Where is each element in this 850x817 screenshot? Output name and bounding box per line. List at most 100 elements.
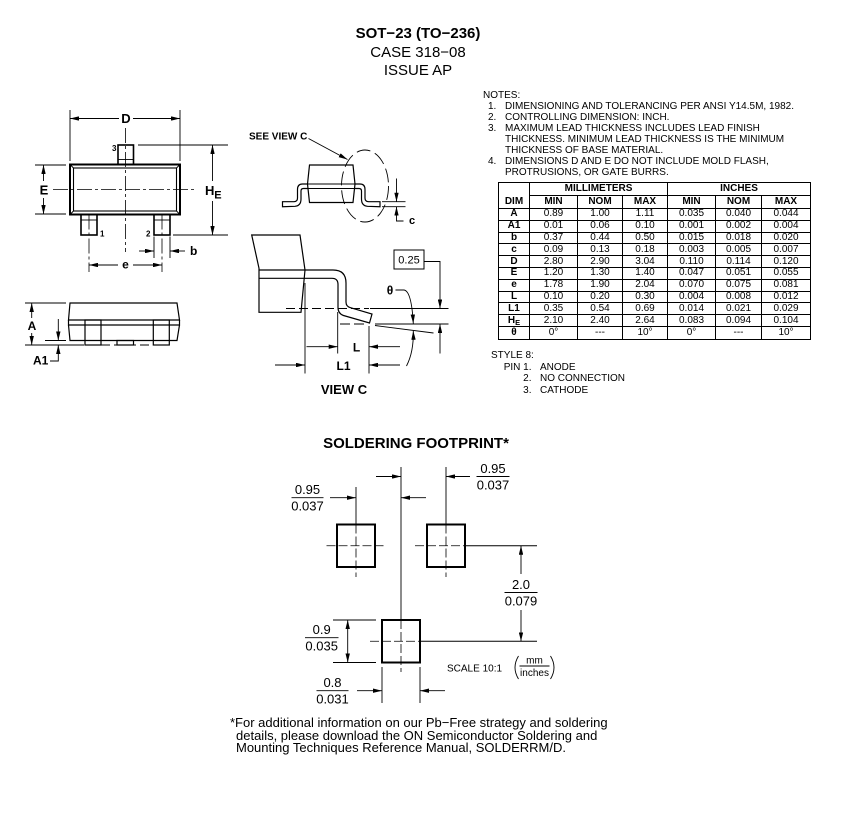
gull-wing-lead-right (354, 183, 381, 208)
mm-nom-header: NOM (578, 196, 623, 209)
mm-min-cell: 0.89 (530, 209, 578, 221)
mm-max-cell: 0.50 (623, 233, 668, 245)
mm-max-cell: 0.18 (623, 244, 668, 257)
dimension-label-a: A (28, 319, 37, 333)
dim-cell: A (499, 209, 530, 221)
in-max-cell: 0.055 (762, 268, 810, 280)
bottom-pad (381, 619, 421, 664)
in-nom-cell: 0.005 (716, 244, 762, 257)
soldering-footnote: *For additional information on our Pb−Fr… (230, 714, 608, 756)
end-view (281, 138, 406, 223)
pad-height-inches: 0.035 (305, 639, 338, 654)
dimension-a (25, 302, 153, 346)
right-pad (426, 523, 466, 568)
dimension-label-b: b (190, 244, 197, 258)
footnote-line: *For additional information on our Pb−Fr… (230, 714, 608, 730)
in-min-cell: 0.003 (668, 244, 716, 257)
in-max-cell: 0.004 (762, 221, 810, 233)
mm-max-cell: 10° (623, 326, 668, 339)
mm-min-cell: 0.35 (530, 303, 578, 316)
dim-cell: c (499, 244, 530, 257)
footprint-title: SOLDERING FOOTPRINT* (323, 435, 509, 452)
in-min-header: MIN (668, 196, 716, 209)
dimension-pad-width (316, 667, 445, 703)
soldering-footprint (291, 467, 555, 703)
centerlines (53, 128, 197, 272)
lead-3-foot-side (116, 339, 135, 346)
in-max-cell: 0.012 (762, 292, 810, 304)
in-nom-cell: 0.094 (716, 315, 762, 327)
in-min-cell: 0.014 (668, 303, 716, 316)
in-max-cell: 0.044 (762, 209, 810, 221)
mm-max-cell: 3.04 (623, 256, 668, 268)
mm-min-cell: 0.01 (530, 221, 578, 233)
mm-max-cell: 1.40 (623, 268, 668, 280)
issue-label: ISSUE AP (383, 61, 453, 79)
left-pad (336, 523, 376, 568)
in-min-cell: 0.035 (668, 209, 716, 221)
mm-max-cell: 1.11 (623, 209, 668, 221)
in-max-cell: 10° (778, 326, 794, 338)
in-max-cell: 0.029 (762, 303, 810, 316)
pin-number-3: 3 (112, 144, 117, 153)
notes-block: NOTES: 1. DIMENSIONING AND TOLERANCING P… (483, 90, 794, 179)
view-c-reference-lines (286, 283, 449, 374)
dimension-label-theta: θ (387, 284, 394, 298)
left-parenthesis (514, 655, 519, 680)
dimension-leader-arrow (50, 345, 61, 362)
case-number: CASE 318−08 (370, 43, 466, 61)
units-legend-mm: mm (526, 656, 543, 667)
dim-cell: L (499, 292, 530, 304)
in-min-cell: 0.001 (668, 221, 716, 233)
dimension-leader-arrow (394, 206, 404, 222)
gauge-plane-box (393, 249, 425, 270)
row-spacing-mm: 2.0 (512, 577, 530, 592)
mm-nom-cell: 1.30 (578, 268, 623, 280)
dimension-row-spacing (504, 545, 538, 642)
dimension-label-he-subscript: E (214, 190, 221, 202)
side-view-labels: A A1 (28, 319, 49, 368)
footnote-line: details, please download the ON Semicond… (236, 727, 598, 743)
pad-width-mm: 0.8 (323, 675, 341, 690)
see-view-c-callout: SEE VIEW C (249, 132, 307, 143)
dim-cell: HE (499, 315, 530, 327)
dim-cell-text: HE (507, 314, 520, 326)
in-max-header: MAX (762, 196, 810, 209)
note-item: 4. DIMENSIONS D AND E DO NOT INCLUDE MOL… (483, 156, 794, 178)
dimension-d (69, 110, 181, 161)
mm-nom-cell: 2.40 (578, 315, 623, 327)
in-max-cell: 0.007 (762, 244, 810, 257)
dimension-label-c: c (409, 215, 415, 227)
pitch-left-inches: 0.037 (291, 499, 324, 514)
dim-cell: A1 (499, 221, 530, 233)
top-view (35, 110, 228, 272)
in-max-cell: 0.104 (762, 315, 810, 327)
notes-heading: NOTES: (483, 89, 521, 101)
pin-assignment: 2. NO CONNECTION (491, 373, 625, 385)
mm-nom-cell: 0.06 (578, 221, 623, 233)
note-number: 3. (488, 122, 497, 134)
mm-min-cell: 2.80 (530, 256, 578, 268)
dim-cell: e (499, 280, 530, 292)
in-max-cell: 0.081 (762, 280, 810, 292)
mm-nom-cell: 1.90 (578, 280, 623, 292)
in-nom-cell: 0.002 (716, 221, 762, 233)
view-c-title: VIEW C (321, 382, 368, 397)
pin-number-1: 1 (100, 230, 105, 239)
note-text-line: DIMENSIONING AND TOLERANCING PER ANSI Y1… (505, 100, 794, 112)
pitch-right-mm: 0.95 (480, 461, 505, 476)
mm-min-cell: 1.20 (530, 268, 578, 280)
dimension-label-e-body: E (40, 183, 49, 198)
pitch-left-mm: 0.95 (295, 482, 320, 497)
view-c-detail (250, 234, 449, 374)
units-legend-frame (514, 655, 555, 680)
dim-symbol: H (507, 314, 516, 326)
view-c-labels: 0.25 θ L L1 VIEW C (321, 255, 420, 397)
dim-cell: D (499, 256, 530, 268)
in-nom-cell: 0.021 (716, 303, 762, 316)
view-c-callout-arrow (308, 138, 348, 160)
note-text-line: THICKNESS OF BASE MATERIAL. (505, 145, 664, 157)
dimension-a1 (45, 319, 66, 362)
note-item: 3. MAXIMUM LEAD THICKNESS INCLUDES LEAD … (483, 123, 794, 156)
lead-frame-band (67, 320, 181, 326)
